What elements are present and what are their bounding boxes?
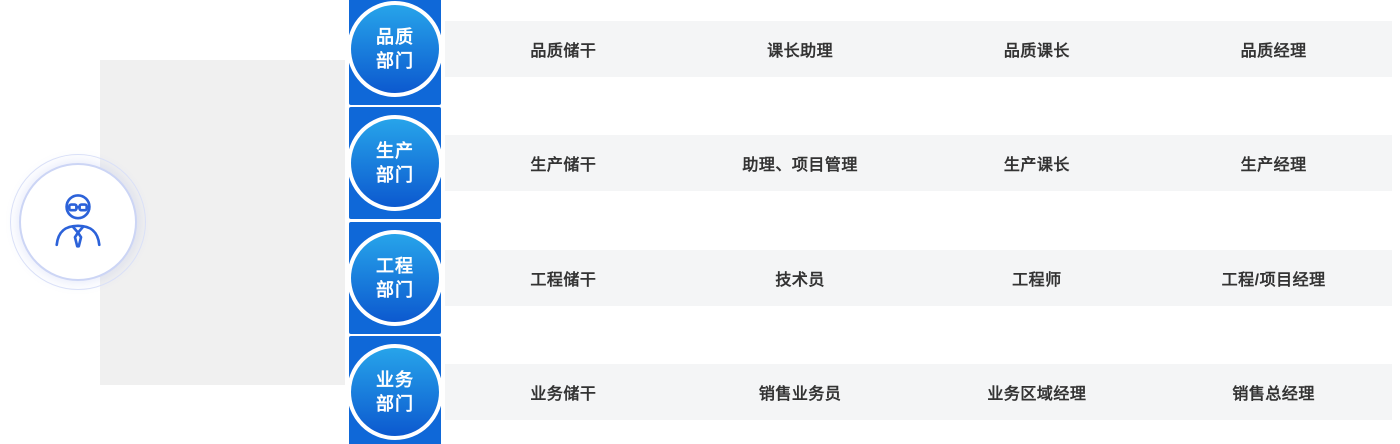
career-stage-label: 业务储干 (530, 386, 597, 403)
career-stage-label: 工程/项目经理 (1221, 272, 1326, 289)
businessperson-icon (55, 194, 101, 248)
career-stage-label: 业务区域经理 (987, 386, 1087, 403)
dept-badge: 工程 部门 (347, 230, 443, 326)
career-stage-label: 品质储干 (530, 43, 597, 60)
career-stage-row: 品质储干 课长助理 品质课长 品质经理 (445, 21, 1392, 77)
dept-badge-label: 业务 部门 (376, 368, 414, 417)
dept-name-line2: 部门 (376, 51, 414, 71)
dept-name-line1: 业务 (376, 369, 414, 390)
career-stage-label: 生产储干 (530, 157, 597, 174)
career-stage-label: 工程师 (1012, 272, 1062, 289)
dept-name-line2: 部门 (376, 165, 414, 185)
dept-name-line2: 部门 (376, 280, 414, 300)
career-stage-label: 助理、项目管理 (742, 157, 858, 174)
career-stage-label: 技术员 (775, 272, 825, 289)
dept-badge-label: 工程 部门 (376, 254, 414, 303)
career-stage-label: 品质课长 (1003, 43, 1070, 60)
career-stage-label: 品质经理 (1240, 43, 1307, 60)
dept-badge: 业务 部门 (347, 344, 443, 440)
career-stage-label: 销售总经理 (1232, 386, 1315, 403)
dept-name-line2: 部门 (376, 394, 414, 414)
person-outer-ring (10, 154, 146, 290)
career-stage-label: 课长助理 (767, 43, 834, 60)
dept-name-line1: 品质 (376, 26, 414, 47)
career-stage-label: 工程储干 (530, 272, 597, 289)
career-stage-label: 生产课长 (1003, 157, 1070, 174)
person-badge (19, 163, 137, 281)
dept-badge-label: 生产 部门 (376, 139, 414, 188)
career-stage-label: 销售业务员 (758, 386, 842, 403)
career-stage-row: 业务储干 销售业务员 业务区域经理 销售总经理 (445, 364, 1392, 420)
dept-badge-label: 品质 部门 (376, 25, 414, 74)
dept-name-line1: 工程 (376, 255, 414, 276)
dept-badge: 生产 部门 (347, 115, 443, 211)
career-stage-label: 生产经理 (1240, 157, 1307, 174)
dept-badge: 品质 部门 (347, 1, 443, 97)
career-stage-row: 生产储干 助理、项目管理 生产课长 生产经理 (445, 135, 1392, 191)
career-stage-row: 工程储干 技术员 工程师 工程/项目经理 (445, 250, 1392, 306)
dept-name-line1: 生产 (376, 140, 414, 161)
